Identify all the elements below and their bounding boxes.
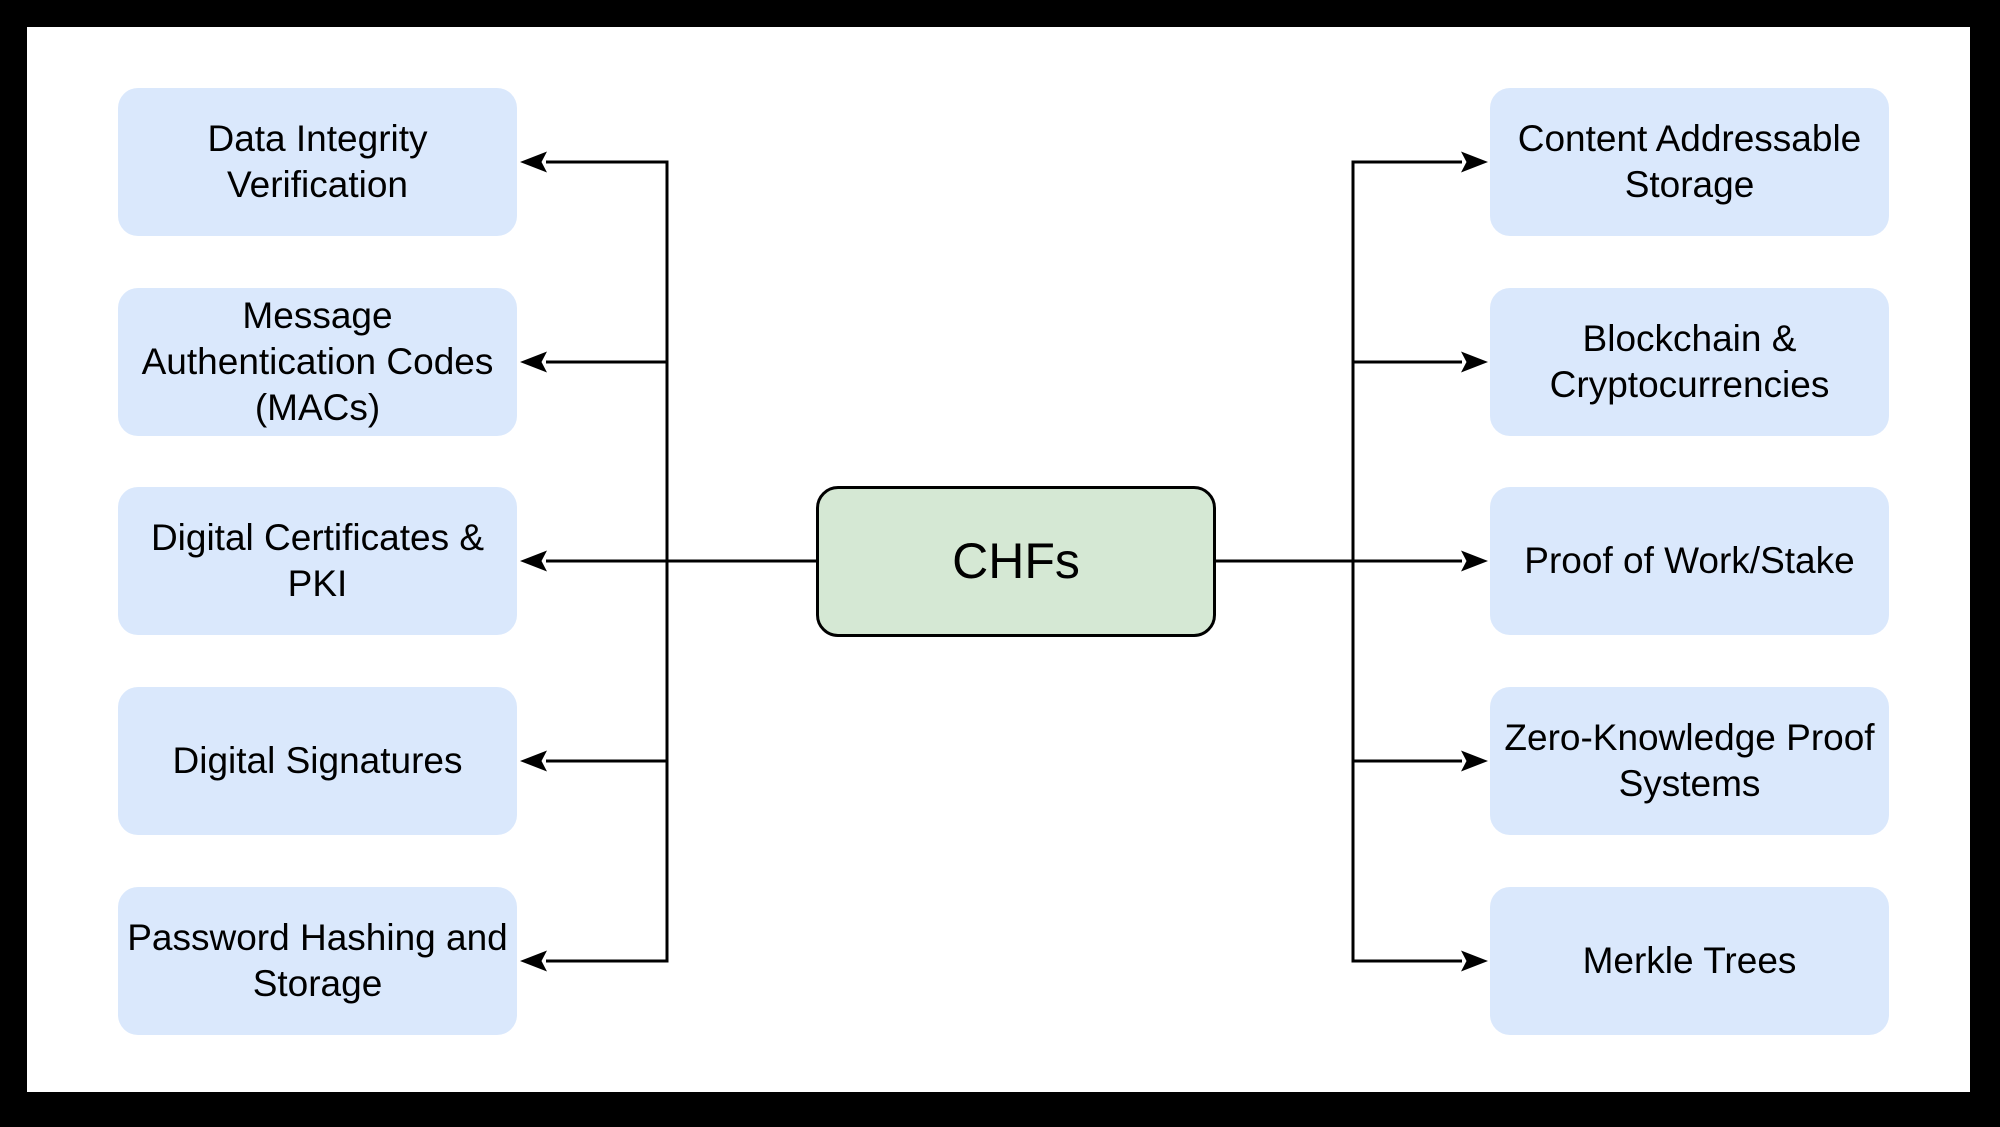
node-label: Merkle Trees <box>1582 940 1797 982</box>
node-label: Content Addressable Storage <box>1517 118 1862 205</box>
node-merkle-trees: Merkle Trees <box>1490 887 1889 1035</box>
node-label: Data Integrity Verification <box>207 118 428 205</box>
node-label: CHFs <box>952 533 1080 589</box>
node-digital-signatures: Digital Signatures <box>118 687 517 835</box>
node-message-authentication-codes: Message Authentication Codes (MACs) <box>118 288 517 436</box>
node-label: Message Authentication Codes (MACs) <box>141 295 494 428</box>
node-label: Digital Signatures <box>172 740 463 782</box>
node-label: Zero-Knowledge Proof Systems <box>1504 717 1875 804</box>
node-label: Digital Certificates & PKI <box>150 517 485 604</box>
node-chfs-center: CHFs <box>816 486 1216 637</box>
node-data-integrity-verification: Data Integrity Verification <box>118 88 517 236</box>
node-blockchain-cryptocurrencies: Blockchain & Cryptocurrencies <box>1490 288 1889 436</box>
node-proof-of-work-stake: Proof of Work/Stake <box>1490 487 1889 635</box>
node-label: Password Hashing and Storage <box>127 917 508 1004</box>
node-label: Proof of Work/Stake <box>1524 540 1855 582</box>
node-content-addressable-storage: Content Addressable Storage <box>1490 88 1889 236</box>
node-digital-certificates-pki: Digital Certificates & PKI <box>118 487 517 635</box>
node-password-hashing-storage: Password Hashing and Storage <box>118 887 517 1035</box>
node-label: Blockchain & Cryptocurrencies <box>1549 318 1830 405</box>
node-zero-knowledge-proof-systems: Zero-Knowledge Proof Systems <box>1490 687 1889 835</box>
